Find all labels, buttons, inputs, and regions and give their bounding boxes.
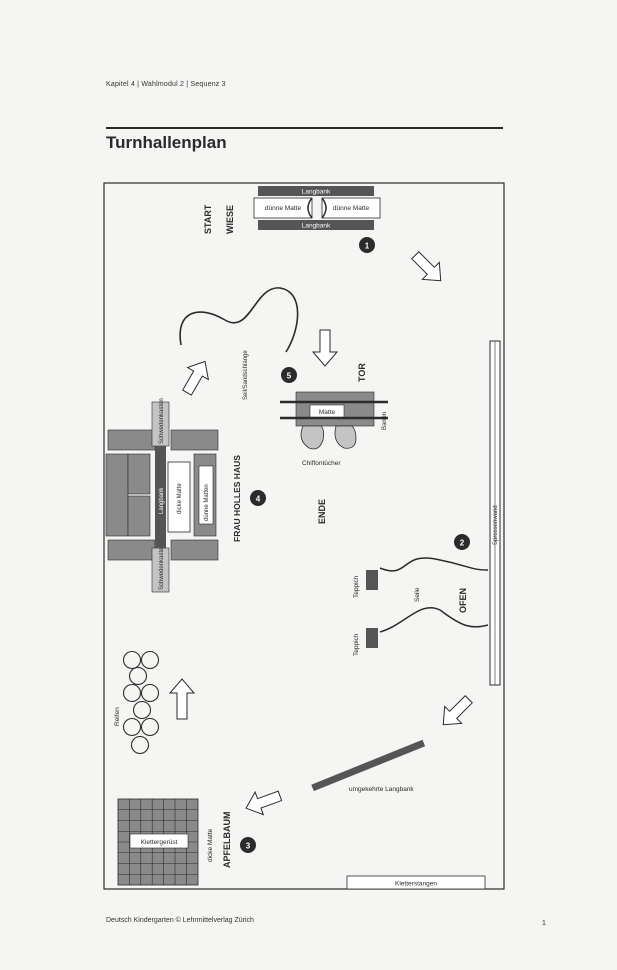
arrow-icon — [245, 790, 283, 816]
hoop — [140, 717, 160, 737]
station-number-3 — [240, 837, 256, 853]
label-wiese: WIESE — [225, 205, 235, 234]
frau-holle-langbank-label: Langbank — [159, 487, 165, 514]
reifen-label: Reifen — [114, 707, 121, 726]
hoop — [122, 650, 142, 670]
teppich-top-label: Teppich — [353, 575, 360, 598]
station-number-1-label: 1 — [365, 242, 370, 251]
chiffon-cloth — [334, 425, 357, 449]
station-tor: Seil/Sandschlange 5 TOR Matte Chiffontüc… — [179, 287, 388, 524]
arrow-icon — [168, 678, 196, 720]
frau-holle-langbank — [155, 446, 166, 548]
hall-outline — [103, 182, 505, 890]
station-number-5 — [281, 367, 297, 383]
station-number-1 — [359, 237, 375, 253]
frau-holle-duenne-matten — [198, 465, 214, 525]
ofen-label: OFEN — [458, 588, 468, 613]
breadcrumb: Kapitel 4 | Wahlmodul 2 | Sequenz 3 — [106, 81, 226, 88]
frau-holle-label: FRAU HOLLES HAUS — [232, 455, 242, 542]
rope-top — [379, 557, 489, 572]
station-number-5-label: 5 — [287, 372, 292, 381]
mat-bracket-left — [307, 197, 313, 219]
sprossenwand-label: Sprossenwand — [493, 505, 499, 545]
footer-copyright: Deutsch Kindergarten © Lehrmittelverlag … — [106, 917, 254, 924]
langbank-bottom — [258, 220, 374, 230]
station-number-3-label: 3 — [246, 842, 251, 851]
sandschlange-rope — [179, 287, 299, 353]
kletterstangen-box — [346, 875, 486, 890]
station-frau-holle: Schwedenkasten Schwedenkasten Langbank d… — [105, 398, 266, 593]
dicke-matte-label: dicke Matte — [207, 828, 214, 862]
barren-label: Barren — [382, 412, 388, 430]
seil-label: Seil/Sandschlange — [243, 350, 249, 400]
hoop — [122, 717, 142, 737]
langbank-top — [258, 186, 374, 196]
klettergeruest-label: Klettergerüst — [141, 839, 178, 846]
mat-bracket-right — [321, 197, 327, 219]
station-number-4 — [250, 490, 266, 506]
tor-label: TOR — [357, 363, 367, 382]
sprossenwand: Sprossenwand — [489, 340, 501, 686]
station-number-4-label: 4 — [256, 495, 261, 504]
seile-label: Seile — [414, 587, 421, 602]
ende-label: ENDE — [317, 499, 327, 524]
tor-matte — [309, 404, 345, 418]
station-ofen: 2 Teppich Teppich Seile OFEN — [353, 534, 489, 656]
frau-holle-duenne-matten-label: dünne Matten — [204, 484, 210, 521]
page-title: Turnhallenplan — [106, 133, 227, 152]
teppich-top — [366, 570, 378, 590]
station-apfelbaum: Klettergerüst dicke Matte APFELBAUM 3 Kl… — [117, 798, 486, 890]
arrow-icon — [311, 329, 339, 367]
hoop — [130, 735, 150, 755]
reversed-bench-bar — [311, 739, 426, 792]
langbank-bottom-label: Langbank — [302, 223, 331, 230]
kletterstangen-label: Kletterstangen — [395, 881, 437, 888]
schwedenkasten-bottom-label: Schwedenkasten — [159, 544, 165, 590]
arrow-icon — [411, 251, 442, 282]
chiffon-label: Chiffontücher — [302, 460, 341, 467]
hoop — [140, 650, 160, 670]
station-number-2-label: 2 — [460, 539, 465, 548]
hoop — [140, 683, 160, 703]
hoop — [128, 666, 148, 686]
climbing-frame: Klettergerüst — [117, 798, 199, 886]
rope-bottom — [379, 607, 489, 633]
chiffon-cloth — [300, 425, 325, 450]
thin-mat-right-label: dünne Matte — [333, 205, 370, 212]
tor-matte-label: Matte — [319, 409, 336, 416]
station-number-2 — [454, 534, 470, 550]
frau-holle-dicke-matte — [167, 461, 191, 533]
hoop — [132, 700, 152, 720]
hoops: Reifen — [114, 650, 160, 755]
arrow-icon — [442, 695, 473, 726]
reversed-bench: umgekehrte Langbank — [311, 739, 426, 793]
title-rule — [106, 127, 503, 129]
hoop — [122, 683, 142, 703]
teppich-bottom — [366, 628, 378, 648]
station-start: START WIESE Langbank Langbank dünne Matt… — [203, 186, 381, 253]
thin-mat-left-label: dünne Matte — [265, 205, 302, 212]
thin-mat-right — [321, 197, 381, 219]
teppich-bottom-label: Teppich — [353, 633, 360, 656]
schwedenkasten-top-label: Schwedenkasten — [159, 398, 165, 444]
thin-mat-left — [253, 197, 313, 219]
frau-holle-dicke-matte-label: dicke Matte — [177, 483, 183, 514]
page-number: 1 — [542, 920, 546, 927]
arrow-icon — [181, 360, 210, 396]
reversed-bench-label: umgekehrte Langbank — [349, 786, 414, 793]
langbank-top-label: Langbank — [302, 189, 331, 196]
apfelbaum-label: APFELBAUM — [222, 812, 232, 869]
label-start: START — [203, 204, 213, 234]
